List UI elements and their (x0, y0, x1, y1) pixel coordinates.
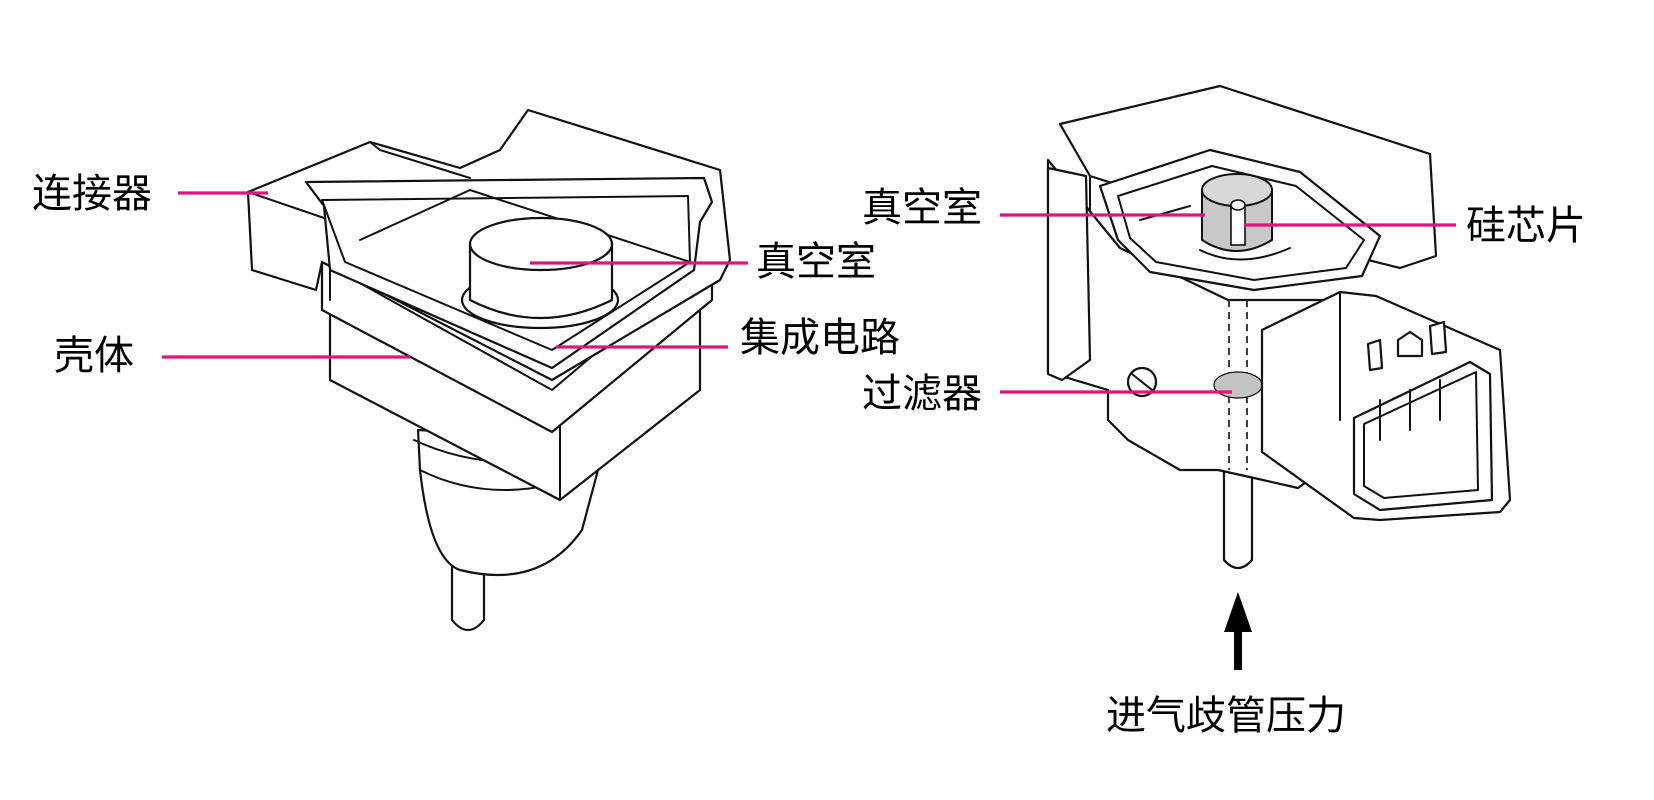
label-right-vacuum-chamber: 真空室 (862, 185, 982, 231)
right-filter (1213, 371, 1263, 399)
pressure-arrow-icon (1224, 592, 1252, 670)
label-housing: 壳体 (54, 333, 134, 379)
label-silicon-chip: 硅芯片 (1466, 203, 1586, 249)
leader-lines (162, 191, 1456, 394)
right-sensor-drawing (1046, 84, 1512, 570)
label-connector: 连接器 (32, 171, 152, 217)
left-sensor-drawing (246, 108, 732, 632)
label-integrated-circuit: 集成电路 (740, 315, 900, 361)
label-left-vacuum-chamber: 真空室 (756, 239, 876, 285)
label-filter: 过滤器 (862, 371, 982, 417)
right-side-flange (1046, 166, 1092, 382)
right-nozzle (1222, 468, 1254, 570)
label-manifold-pressure: 进气歧管压力 (1106, 693, 1346, 739)
